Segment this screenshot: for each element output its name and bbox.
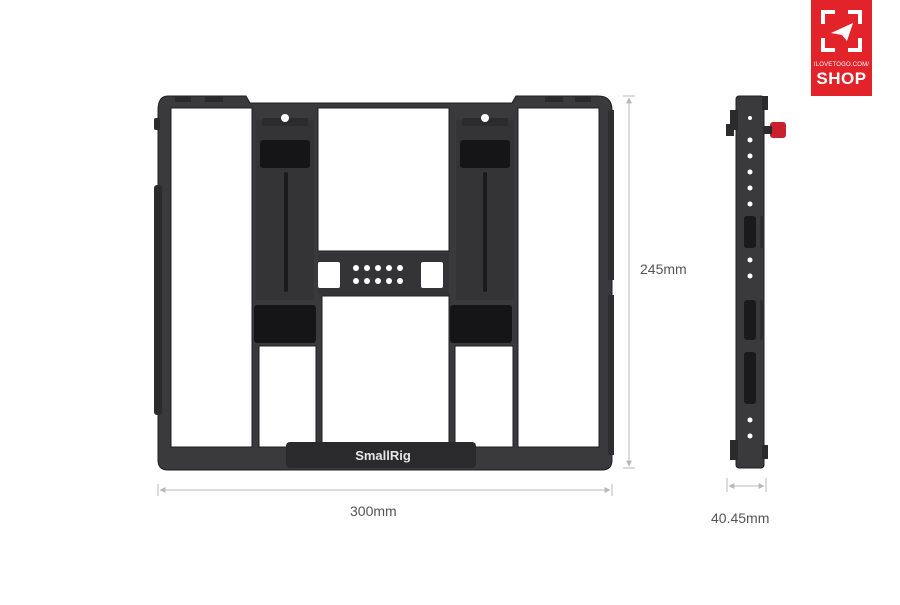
bottom-bar (286, 442, 476, 468)
center-mount-plate (318, 253, 449, 295)
logo-main-text: SHOP (816, 69, 867, 88)
height-label: 245mm (640, 261, 687, 277)
red-knob (770, 122, 786, 138)
depth-dimension-line (726, 478, 767, 492)
clamp-pad (460, 140, 510, 168)
logo-small-text: ILOVETOGO.COM/ (813, 62, 870, 68)
shop-logo[interactable]: ILOVETOGO.COM/ SHOP (811, 0, 872, 96)
right-clamp-rail (450, 114, 514, 343)
left-side-rail (154, 185, 162, 415)
depth-label: 40.45mm (711, 510, 770, 526)
paper-plane-icon (831, 23, 853, 41)
width-label: 300mm (350, 503, 397, 519)
clamp-pad (450, 305, 512, 343)
cage-front-view: SmallRig (154, 95, 614, 471)
clamp-pad (254, 305, 316, 343)
width-dimension-line (157, 484, 613, 496)
cage-side-view (726, 95, 786, 469)
brand-name: SmallRig (355, 448, 411, 463)
clamp-pad (260, 140, 310, 168)
left-clamp-rail (254, 114, 316, 343)
height-dimension-line (623, 95, 635, 469)
scan-frame-icon (821, 10, 862, 52)
